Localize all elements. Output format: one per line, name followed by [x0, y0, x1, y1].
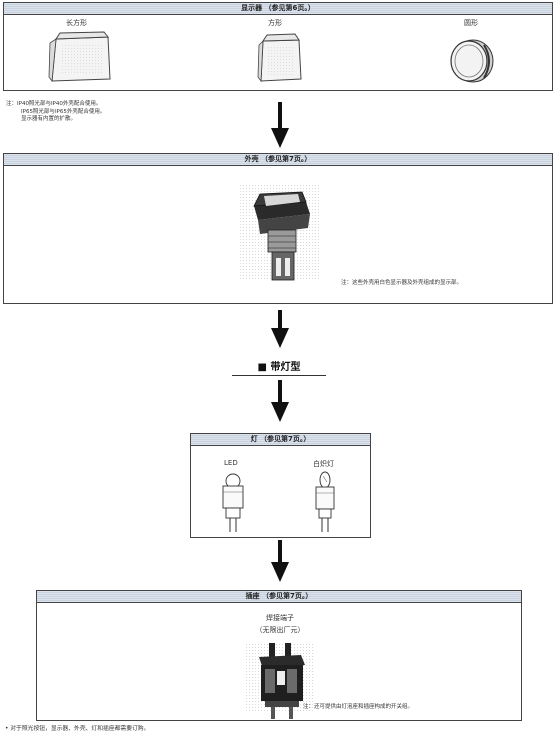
arrow-down-icon — [271, 102, 289, 148]
display-note-2: IP65照光部与IP65外壳配合使用。 — [21, 108, 106, 115]
shape-label-round: 圆形 — [464, 19, 478, 27]
housing-panel-header: 外壳 （参见第7页。） — [4, 154, 552, 166]
arrow-down-icon — [271, 310, 289, 348]
socket-panel-header: 插座 （参见第7页。） — [37, 591, 521, 603]
incandescent-lamp-image — [315, 471, 335, 532]
housing-image — [253, 191, 310, 281]
led-lamp-image — [222, 473, 244, 532]
shape-label-rectangular: 长方形 — [66, 19, 87, 27]
lamp-type-title: ■ 带灯型 — [257, 362, 301, 373]
round-display-image — [450, 39, 494, 83]
socket-title-line2: （无限出厂元） — [255, 626, 305, 634]
display-panel: 显示器 （参见第6页。） 长方形 方形 圆形 — [3, 2, 553, 91]
shape-label-square: 方形 — [268, 19, 282, 27]
lamp-panel-header: 灯 （参见第7页。） — [191, 434, 370, 446]
display-note-1: 注：IP40照光部与IP40外壳配合使用。 — [6, 101, 102, 107]
socket-note: 注：还可提供由灯泡座和插座构成的开关组。 — [303, 704, 414, 710]
socket-panel: 插座 （参见第7页。） 焊接端子 （无限出厂元） 注：还可提供由灯泡座和插座构成… — [36, 590, 522, 721]
socket-title-line1: 焊接端子 — [266, 614, 294, 622]
arrow-down-icon — [271, 380, 289, 422]
rectangular-display-image — [48, 31, 111, 83]
footer-note: • 对于照光按钮，显示器、外壳、灯和插座都需要订购。 — [5, 726, 150, 732]
lamp-panel: 灯 （参见第7页。） LED 白炽灯 — [190, 433, 371, 538]
display-note-3: 显示器有内置的扩散。 — [21, 116, 77, 122]
socket-image — [259, 643, 305, 719]
housing-panel: 外壳 （参见第7页。） 注：这些外壳用白色显示器及外壳组成的显示部。 — [3, 153, 553, 304]
square-display-image — [257, 33, 302, 83]
arrow-down-icon — [271, 540, 289, 582]
lamp-label-incandescent: 白炽灯 — [313, 460, 334, 468]
lamp-label-led: LED — [224, 459, 238, 467]
display-panel-header: 显示器 （参见第6页。） — [4, 3, 552, 15]
lamp-type-divider — [232, 375, 326, 376]
housing-note: 注：这些外壳用白色显示器及外壳组成的显示部。 — [341, 280, 463, 286]
